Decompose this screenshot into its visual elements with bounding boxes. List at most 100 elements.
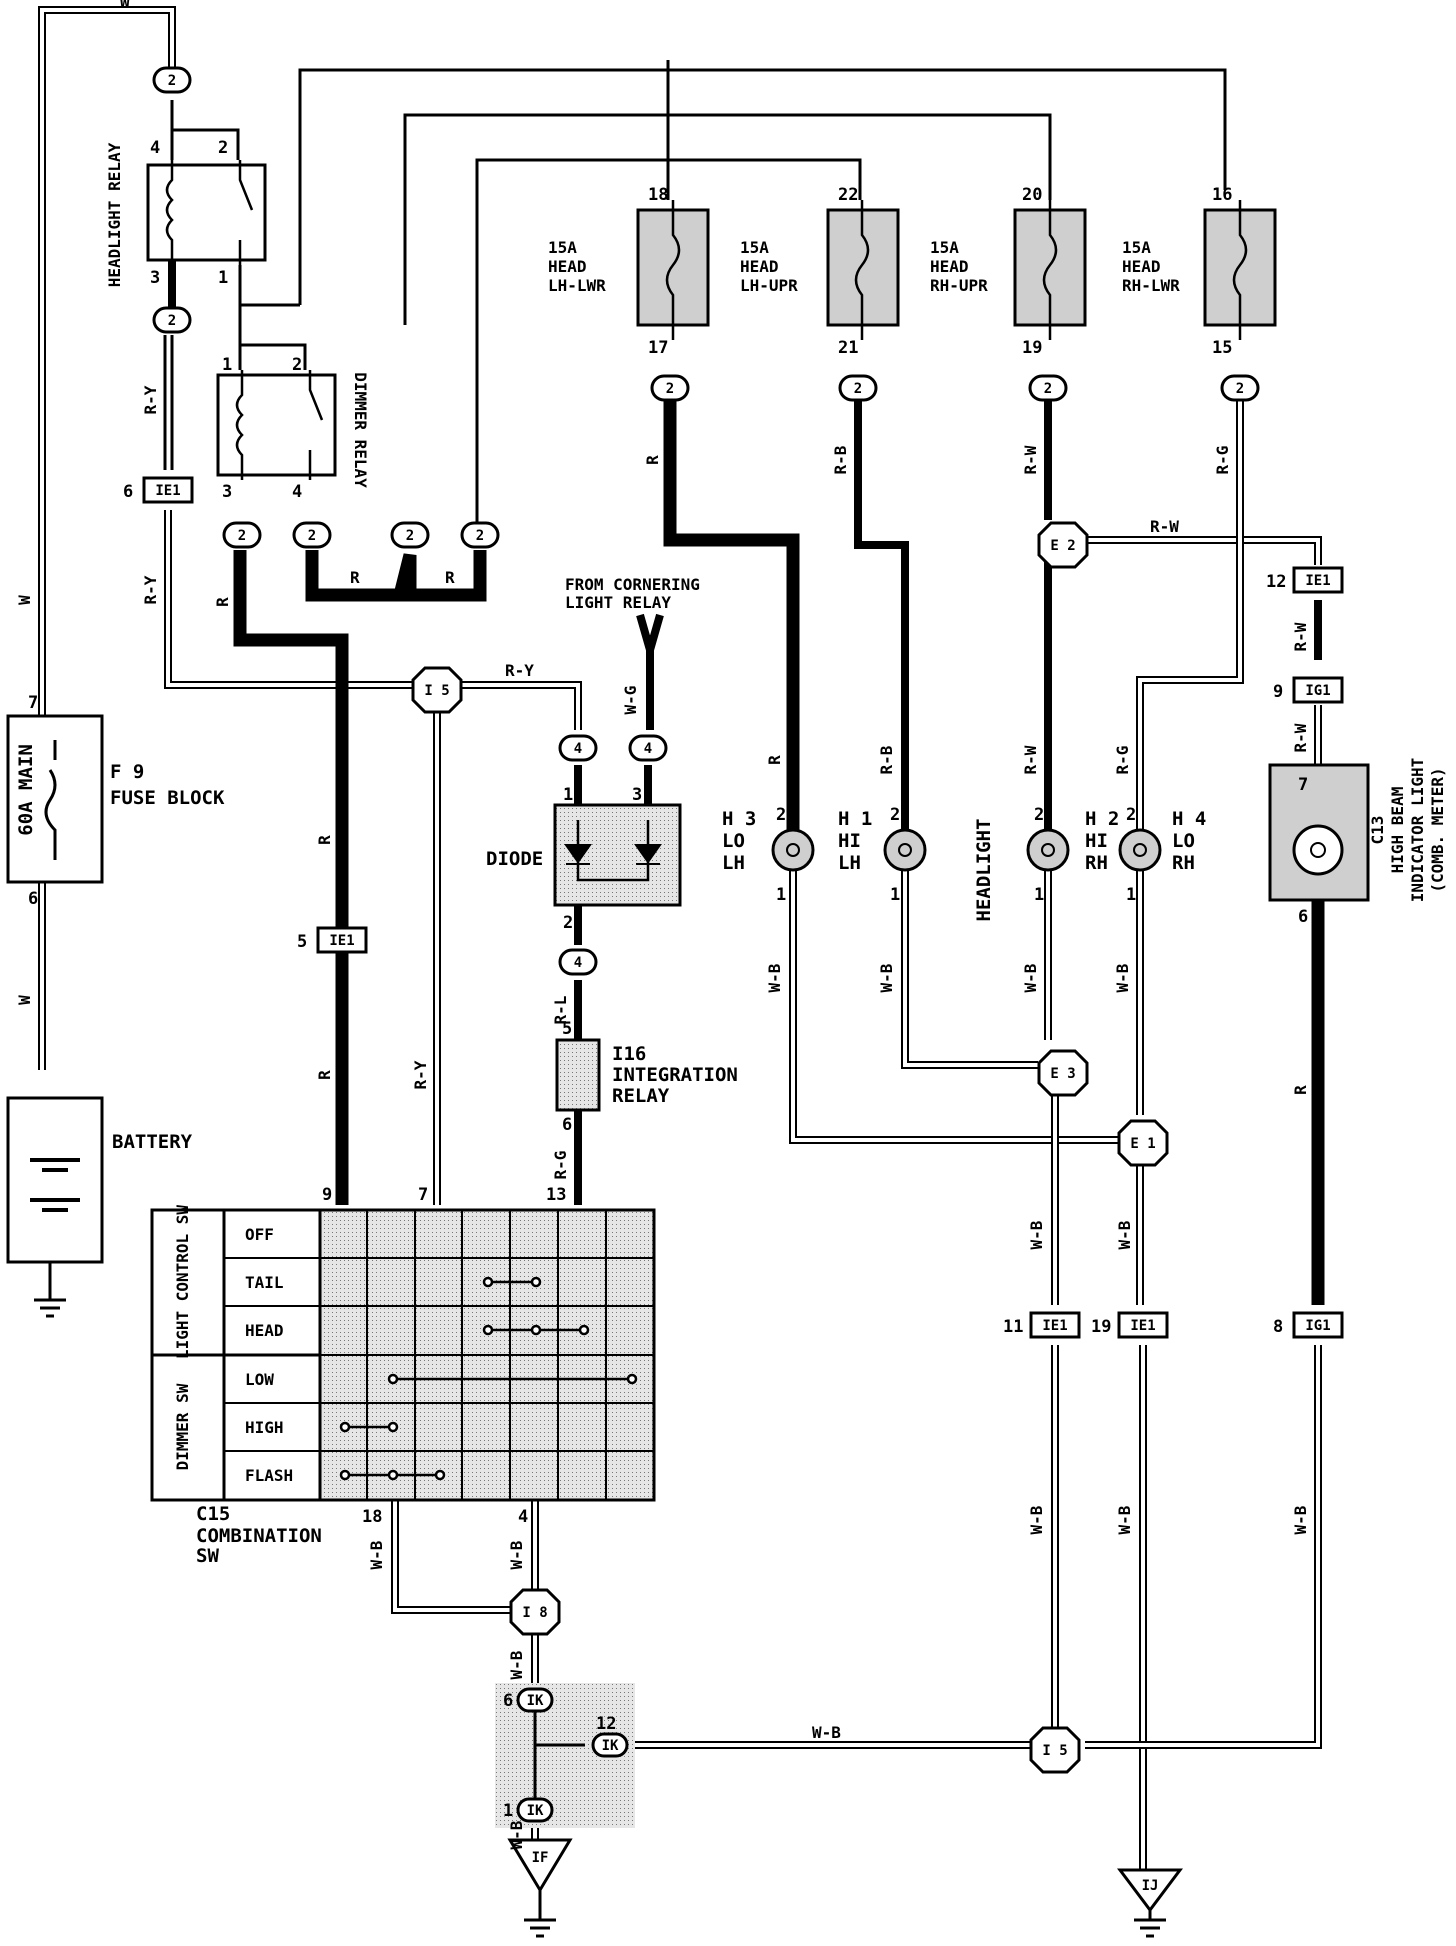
cornering-label-2: LIGHT RELAY	[565, 593, 671, 612]
svg-text:FLASH: FLASH	[245, 1466, 293, 1485]
fuse-side: LH-LWR	[548, 276, 606, 295]
svg-text:R-G: R-G	[1213, 446, 1232, 475]
svg-text:W-B: W-B	[507, 1650, 526, 1679]
fuse-side: RH-UPR	[930, 276, 988, 295]
svg-text:2: 2	[1044, 381, 1052, 397]
svg-text:W-B: W-B	[367, 1540, 386, 1569]
dim-relay-pin-1: 1	[222, 355, 232, 375]
fuse-block-pin-6: 6	[28, 889, 38, 909]
svg-text:W-B: W-B	[507, 1540, 526, 1569]
svg-text:R-W: R-W	[1291, 723, 1310, 752]
fuse-block-rating: 60A MAIN	[15, 744, 37, 836]
svg-text:2: 2	[476, 528, 484, 544]
cornering-label-1: FROM CORNERING	[565, 575, 700, 594]
svg-text:6: 6	[1298, 907, 1308, 927]
svg-text:W-B: W-B	[507, 1820, 526, 1849]
svg-text:LOW: LOW	[245, 1370, 274, 1389]
svg-text:2: 2	[308, 528, 316, 544]
dimmer-relay-box	[216, 373, 337, 477]
svg-text:C15: C15	[196, 1503, 230, 1525]
fuse-pin-in: 16	[1212, 185, 1232, 205]
svg-text:W-B: W-B	[1021, 963, 1040, 992]
svg-text:OFF: OFF	[245, 1225, 274, 1244]
svg-text:HI: HI	[838, 830, 861, 852]
svg-text:R: R	[445, 568, 455, 587]
svg-text:R-Y: R-Y	[141, 385, 160, 414]
svg-text:R-Y: R-Y	[505, 661, 534, 680]
svg-text:W-B: W-B	[1115, 1505, 1134, 1534]
svg-text:1: 1	[776, 885, 786, 905]
fuse-icon	[44, 740, 57, 860]
svg-text:3: 3	[632, 785, 642, 805]
battery-label: BATTERY	[112, 1131, 193, 1153]
fuse-side: RH-LWR	[1122, 276, 1180, 295]
fuse-lh-upr: 22 21 15A HEAD LH-UPR	[740, 185, 900, 358]
svg-text:H 3: H 3	[722, 808, 756, 830]
svg-text:2: 2	[406, 528, 414, 544]
svg-text:8: 8	[1273, 1317, 1283, 1337]
svg-text:12: 12	[596, 1714, 616, 1734]
svg-text:DIMMER SW: DIMMER SW	[173, 1383, 192, 1470]
svg-text:IE1: IE1	[1130, 1318, 1155, 1334]
fuse-pin-in: 18	[648, 185, 668, 205]
ground-ij: IJ	[1117, 1868, 1183, 1913]
svg-text:HIGH: HIGH	[245, 1418, 284, 1437]
svg-text:H 4: H 4	[1172, 808, 1206, 830]
svg-text:R-W: R-W	[1021, 445, 1040, 474]
svg-text:LIGHT CONTROL SW: LIGHT CONTROL SW	[173, 1205, 192, 1359]
svg-text:2: 2	[168, 313, 176, 329]
svg-text:5: 5	[562, 1019, 572, 1039]
svg-text:IE1: IE1	[329, 933, 354, 949]
svg-text:2: 2	[1034, 805, 1044, 825]
svg-text:2: 2	[168, 73, 176, 89]
fuse-name: HEAD	[1122, 257, 1161, 276]
svg-text:LO: LO	[722, 830, 745, 852]
svg-text:W: W	[15, 595, 34, 605]
svg-text:W-B: W-B	[1291, 1505, 1310, 1534]
svg-text:INDICATOR LIGHT: INDICATOR LIGHT	[1408, 758, 1427, 903]
svg-text:R-W: R-W	[1150, 517, 1179, 536]
svg-text:R-G: R-G	[551, 1151, 570, 1180]
svg-text:R: R	[350, 568, 360, 587]
fuse-lh-lwr: 18 17 15A HEAD LH-LWR	[548, 185, 710, 358]
fuse-pin-out: 15	[1212, 338, 1232, 358]
connectors-2: 2 2 2 2 2 2 2 2 2 2	[152, 66, 1260, 549]
svg-text:2: 2	[1126, 805, 1136, 825]
fuse-name: HEAD	[930, 257, 969, 276]
svg-text:4: 4	[518, 1507, 528, 1527]
high-beam-indicator: 7 6 C13 HIGH BEAM INDICATOR LIGHT (COMB.…	[1268, 758, 1447, 927]
fuse-pin-out: 21	[838, 338, 858, 358]
svg-text:IK: IK	[527, 1693, 544, 1709]
headlight-label: HEADLIGHT	[973, 819, 995, 922]
hl-relay-pin-3: 3	[150, 268, 160, 288]
svg-text:2: 2	[1236, 381, 1244, 397]
svg-text:5: 5	[297, 932, 307, 952]
hl-relay-pin-1: 1	[218, 268, 228, 288]
svg-text:W: W	[120, 0, 130, 12]
svg-text:W: W	[15, 995, 34, 1005]
svg-text:INTEGRATION: INTEGRATION	[612, 1064, 738, 1086]
dim-relay-pin-2: 2	[292, 355, 302, 375]
svg-text:R: R	[765, 755, 784, 765]
fuse-rating: 15A	[740, 238, 769, 257]
svg-text:RH: RH	[1085, 852, 1108, 874]
svg-text:13: 13	[546, 1185, 566, 1205]
headlight-relay-box	[146, 163, 267, 262]
svg-text:LH: LH	[838, 852, 861, 874]
svg-text:W-G: W-G	[621, 686, 640, 715]
fuse-block-pin-7: 7	[28, 693, 38, 713]
svg-text:19: 19	[1091, 1317, 1111, 1337]
svg-text:RELAY: RELAY	[612, 1085, 670, 1107]
svg-text:(COMB. METER): (COMB. METER)	[1428, 767, 1447, 892]
fuse-block-id: F 9	[110, 761, 144, 783]
svg-text:12: 12	[1266, 572, 1286, 592]
svg-text:IK: IK	[527, 1803, 544, 1819]
svg-text:IE1: IE1	[1305, 573, 1330, 589]
combination-switch: LIGHT CONTROL SW DIMMER SW OFF TAIL HEAD…	[150, 1185, 656, 1567]
svg-text:7: 7	[418, 1185, 428, 1205]
svg-text:R: R	[315, 835, 334, 845]
fuse-name: HEAD	[548, 257, 587, 276]
